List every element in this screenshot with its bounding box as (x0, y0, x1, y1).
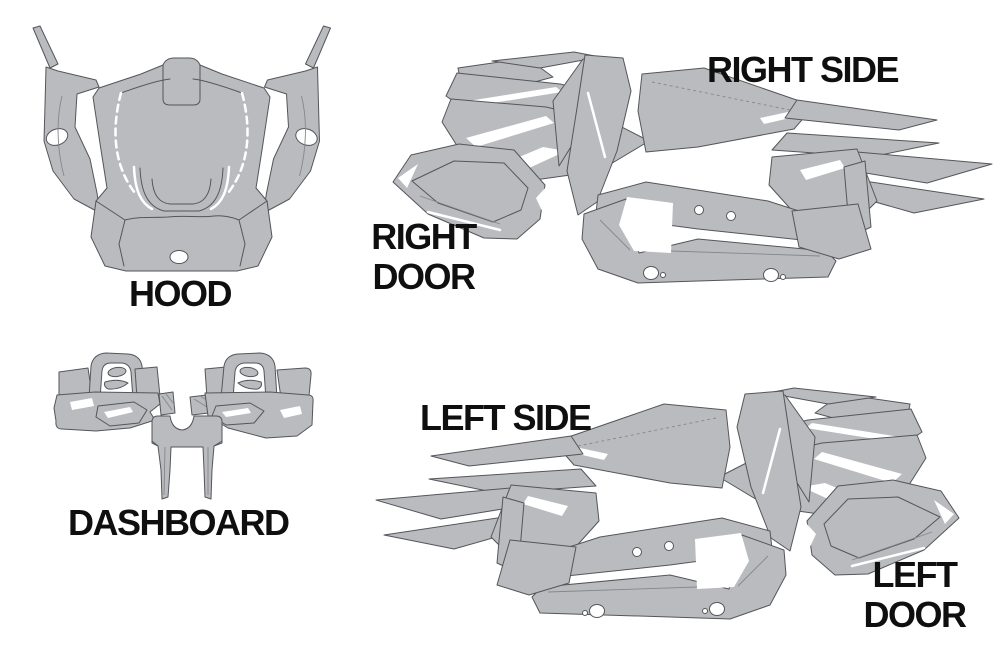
hood-template (32, 25, 331, 272)
console-piece (151, 415, 223, 500)
cut-gap (114, 91, 137, 195)
left-door-label-line1: LEFT (872, 554, 958, 595)
right-door-label: RIGHT DOOR (342, 217, 505, 297)
dashboard-template (53, 352, 314, 500)
bolt-hole (169, 250, 189, 264)
hood-label: HOOD (129, 273, 233, 314)
crease-line (120, 78, 243, 94)
cut-gap (222, 408, 251, 417)
right-side-label: RIGHT SIDE (707, 49, 900, 90)
panel-piece (276, 367, 312, 399)
scoop-outline (139, 167, 224, 212)
crease-line (151, 440, 223, 447)
hood-main-panel (90, 57, 273, 272)
crease-line (124, 215, 240, 221)
hood-left-flank (32, 25, 101, 214)
cut-gap (104, 407, 133, 418)
right-door-label-line2: DOOR (372, 256, 477, 297)
scoop-outline (151, 178, 212, 205)
cut-gap (226, 91, 249, 195)
cut-gap (132, 165, 154, 211)
left-door-label: LEFT DOOR (833, 555, 996, 635)
cut-gap (280, 406, 302, 418)
crease-line (163, 446, 209, 496)
crease-line (161, 393, 175, 411)
hood-right-flank (263, 25, 331, 214)
cut-gap (70, 398, 94, 410)
crease-line (162, 64, 201, 106)
left-door-label-line2: DOOR (863, 594, 968, 635)
dashboard-label: DASHBOARD (68, 502, 290, 543)
cut-gap (209, 165, 231, 211)
crease-line (95, 200, 268, 267)
left-side-label: LEFT SIDE (420, 397, 592, 438)
right-door-label-line1: RIGHT (371, 216, 477, 257)
